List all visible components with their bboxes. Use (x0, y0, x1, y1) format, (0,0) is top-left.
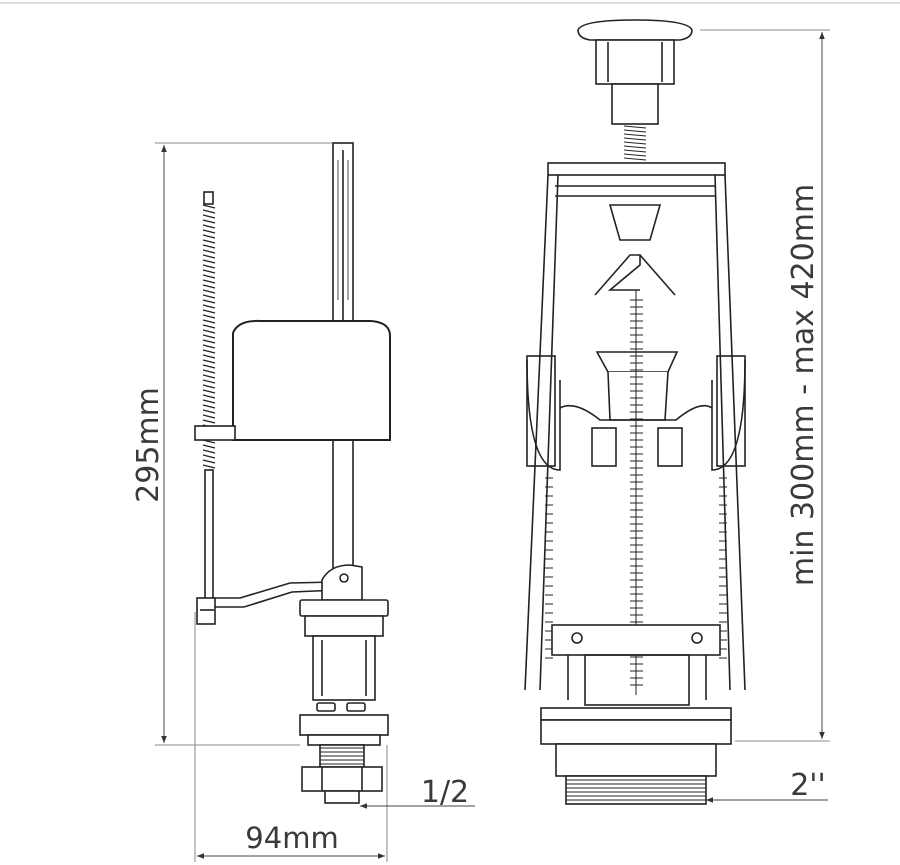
fill-valve-drawing (194, 142, 391, 804)
flush-valve-dimensions (700, 29, 830, 803)
flush-valve-thread-label: 2'' (790, 768, 826, 803)
fill-valve-width-label: 94mm (245, 821, 338, 855)
flush-valve-height-label: min 300mm - max 420mm (786, 184, 821, 586)
fill-valve-dimensions (155, 142, 475, 862)
fill-valve-thread-label: 1/2 (421, 775, 469, 810)
flush-valve-drawing (524, 19, 746, 805)
fill-valve-height-label: 295mm (131, 387, 166, 503)
